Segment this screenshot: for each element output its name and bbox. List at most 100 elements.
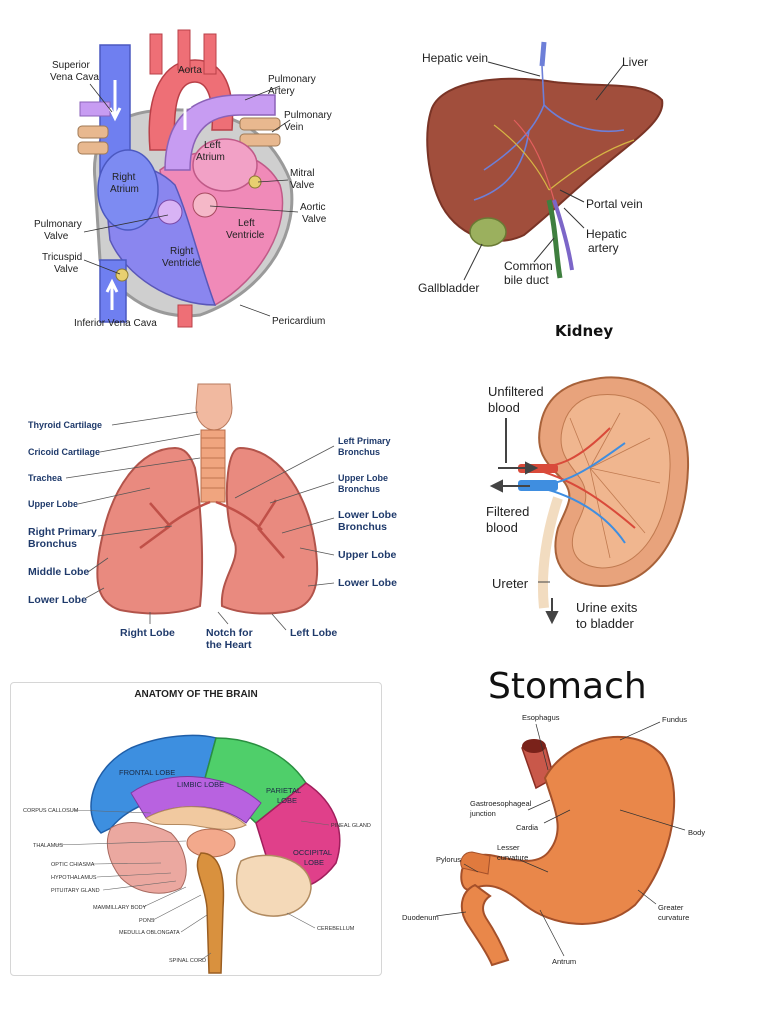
heart-label-tricuspid-valve-1: Tricuspid (42, 252, 82, 263)
stomach-label-antrum: Antrum (552, 957, 576, 966)
brain-label-frontal-lobe: FRONTAL LOBE (119, 768, 175, 777)
heart-label-mitral-valve-1: Mitral (290, 168, 314, 179)
heart-label-right-ventricle-2: Ventricle (162, 258, 201, 269)
lungs-label-left-primary-bronchus-2: Bronchus (338, 447, 380, 457)
stomach-label-gastro-2: junction (469, 809, 496, 818)
lungs-label-left-primary-bronchus-1: Left Primary (338, 436, 391, 446)
brain-label-occipital-lobe-2: LOBE (304, 858, 324, 867)
lungs-label-lower-lobe-bronchus-1: Lower Lobe (338, 509, 397, 521)
heart-illustration: Superior Vena Cava Aorta Pulmonary Arter… (34, 29, 332, 329)
brain-label-cerebellum: CEREBELLUM (317, 926, 355, 932)
heart-label-left-ventricle-2: Ventricle (226, 230, 265, 241)
kidney-label-filtered-1: Filtered (486, 504, 529, 519)
liver-label-common-bile-duct-2: bile duct (504, 273, 549, 287)
brain-label-spinal-cord: SPINAL CORD (169, 958, 206, 964)
kidney-label-ureter: Ureter (492, 576, 529, 591)
lungs-label-lower-lobe-right: Lower Lobe (338, 577, 397, 589)
stomach-label-pylorus: Pylorus (436, 855, 461, 864)
lungs-label-trachea: Trachea (28, 473, 63, 483)
stomach-label-duodenum: Duodenum (402, 913, 439, 922)
liver-label-hepatic-artery-1: Hepatic (586, 227, 627, 241)
kidney-label-unfiltered-1: Unfiltered (488, 384, 544, 399)
stomach-illustration: Stomach Esophagus Fundus Gastroesophagea… (402, 666, 705, 967)
lungs-label-left-lobe: Left Lobe (290, 627, 337, 639)
brain-label-parietal-lobe-2: LOBE (277, 796, 297, 805)
heart-label-mitral-valve-2: Valve (290, 180, 315, 191)
heart-label-pulmonary-valve-2: Valve (44, 231, 69, 242)
brain-label-thalamus: THALAMUS (33, 843, 63, 849)
brain-label-pineal-gland: PINEAL GLAND (331, 823, 371, 829)
heart-label-aortic-valve-1: Aortic (300, 202, 326, 213)
heart-label-pulmonary-valve-1: Pulmonary (34, 219, 82, 230)
brain-diagram: ANATOMY OF THE BRAIN CORPUS CALLOSUM PIN… (10, 682, 382, 976)
lungs-label-thyroid-cartilage: Thyroid Cartilage (28, 420, 102, 430)
lungs-label-notch-2: the Heart (206, 639, 252, 651)
heart-label-pulmonary-artery-2: Artery (268, 86, 295, 97)
liver-illustration: Hepatic vein Liver Portal vein Hepatic a… (418, 41, 664, 295)
brain-label-pituitary-gland: PITUITARY GLAND (51, 888, 100, 894)
heart-label-pulmonary-artery-1: Pulmonary (268, 74, 316, 85)
liver-diagram: Hepatic vein Liver Portal vein Hepatic a… (384, 30, 768, 310)
brain-label-medulla-oblongata: MEDULLA OBLONGATA (119, 930, 180, 936)
stomach-label-gastro-1: Gastroesophageal (470, 799, 532, 808)
kidney-label-unfiltered-2: blood (488, 400, 520, 415)
stomach-label-body: Body (688, 828, 705, 837)
stomach-label-esophagus: Esophagus (522, 713, 560, 722)
heart-label-left-ventricle-1: Left (238, 218, 255, 229)
stomach-label-cardia: Cardia (516, 823, 539, 832)
heart-label-left-atrium-1: Left (204, 140, 221, 151)
stomach-diagram: Stomach Esophagus Fundus Gastroesophagea… (400, 660, 740, 980)
stomach-label-greater-2: curvature (658, 913, 689, 922)
heart-label-aorta: Aorta (178, 65, 202, 76)
heart-diagram: Superior Vena Cava Aorta Pulmonary Arter… (0, 20, 384, 340)
lungs-diagram: Thyroid Cartilage Cricoid Cartilage Trac… (0, 378, 410, 658)
heart-label-left-atrium-2: Atrium (196, 152, 225, 163)
kidney-label-filtered-2: blood (486, 520, 518, 535)
heart-label-right-atrium-2: Atrium (110, 184, 139, 195)
lungs-label-right-primary-bronchus-2: Bronchus (28, 538, 77, 550)
kidney-title: Kidney (555, 322, 613, 340)
stomach-title: Stomach (488, 666, 647, 707)
brain-illustration: ANATOMY OF THE BRAIN CORPUS CALLOSUM PIN… (23, 689, 371, 974)
lungs-label-cricoid-cartilage: Cricoid Cartilage (28, 447, 100, 457)
heart-label-tricuspid-valve-2: Valve (54, 264, 79, 275)
heart-label-right-atrium-1: Right (112, 172, 136, 183)
heart-label-pulmonary-vein-1: Pulmonary (284, 110, 332, 121)
brain-label-mammillary-body: MAMMILLARY BODY (93, 905, 147, 911)
heart-label-inferior-vena-cava: Inferior Vena Cava (74, 318, 157, 329)
stomach-label-lesser-2: curvature (497, 853, 528, 862)
lungs-label-upper-lobe-right: Upper Lobe (338, 549, 396, 561)
kidney-diagram: Kidney Unfiltered blood Filtered blood U… (440, 318, 740, 638)
brain-label-optic-chiasma: OPTIC CHIASMA (51, 862, 95, 868)
lungs-illustration: Thyroid Cartilage Cricoid Cartilage Trac… (28, 383, 397, 651)
lungs-label-right-lobe: Right Lobe (120, 627, 175, 639)
brain-label-corpus-callosum: CORPUS CALLOSUM (23, 808, 79, 814)
lungs-label-lower-lobe-bronchus-2: Bronchus (338, 521, 387, 533)
brain-label-pons: PONS (139, 918, 155, 924)
heart-label-pulmonary-vein-2: Vein (284, 122, 303, 133)
lungs-label-upper-lobe-bronchus-1: Upper Lobe (338, 473, 388, 483)
lungs-label-lower-lobe-left: Lower Lobe (28, 594, 87, 606)
heart-label-superior-vena-cava-1: Superior (52, 60, 90, 71)
liver-label-liver: Liver (622, 55, 648, 69)
stomach-label-fundus: Fundus (662, 715, 687, 724)
lungs-label-middle-lobe: Middle Lobe (28, 566, 89, 578)
kidney-illustration: Kidney Unfiltered blood Filtered blood U… (486, 322, 690, 631)
lungs-label-upper-lobe-left: Upper Lobe (28, 499, 78, 509)
lungs-label-right-primary-bronchus-1: Right Primary (28, 526, 97, 538)
brain-label-parietal-lobe-1: PARIETAL (266, 786, 301, 795)
brain-label-limbic-lobe: LIMBIC LOBE (177, 780, 224, 789)
brain-label-occipital-lobe-1: OCCIPITAL (293, 848, 332, 857)
heart-label-pericardium: Pericardium (272, 316, 325, 327)
liver-label-hepatic-artery-2: artery (588, 241, 619, 255)
liver-label-portal-vein: Portal vein (586, 197, 643, 211)
brain-title: ANATOMY OF THE BRAIN (134, 689, 257, 700)
heart-label-right-ventricle-1: Right (170, 246, 194, 257)
lungs-label-notch-1: Notch for (206, 627, 253, 639)
lungs-label-upper-lobe-bronchus-2: Bronchus (338, 484, 380, 494)
liver-label-common-bile-duct-1: Common (504, 259, 553, 273)
kidney-label-urine-2: to bladder (576, 616, 634, 631)
stomach-label-lesser-1: Lesser (497, 843, 520, 852)
liver-label-hepatic-vein: Hepatic vein (422, 51, 488, 65)
heart-label-aortic-valve-2: Valve (302, 214, 327, 225)
